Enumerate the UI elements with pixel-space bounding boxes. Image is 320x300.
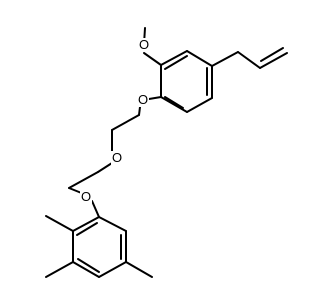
upper-ring-double-bond-3: [164, 96, 184, 109]
lower-ring-bond-3: [72, 261, 100, 278]
ether-chain-bond-3: [97, 162, 113, 173]
allyl-bond-1: [211, 51, 239, 67]
methoxy-oxygen-label: O: [139, 37, 149, 52]
lower-aryl-ether-oxygen-label: O: [81, 189, 91, 204]
lower-aryl-ether-oxygen-background: [80, 190, 92, 204]
lower-ring-bond-4: [98, 261, 127, 278]
upper-ring-bond-5: [160, 96, 188, 113]
upper-ring-double-bond-1: [164, 55, 188, 70]
lower-methyl-bond-1: [45, 215, 74, 232]
allyl-double-bond-inner: [260, 47, 284, 62]
upper-ring-bond-2: [186, 50, 213, 67]
middle-ether-oxygen-label: O: [112, 150, 122, 165]
molecule-structure: O O O O: [45, 27, 288, 278]
upper-aryl-ether-oxygen-label: O: [138, 92, 148, 107]
lower-oxygen-to-ring-bond: [91, 200, 100, 218]
lower-ring-bond-1: [72, 216, 100, 232]
methoxy-c-o-bond: [143, 52, 162, 66]
lower-methyl-bond-2: [45, 261, 74, 278]
ether-chain-bond-4: [68, 171, 99, 189]
allyl-bond-2: [237, 51, 261, 69]
lower-ring-double-bond-1: [76, 222, 98, 236]
upper-ring-bond-4: [186, 97, 213, 113]
allyl-double-bond-main: [259, 52, 288, 69]
ether-chain-bond-1: [111, 114, 140, 131]
methoxy-oxygen-background: [138, 38, 150, 52]
upper-aryl-ether-oxygen-background: [137, 93, 149, 107]
upper-ring-to-oxygen-bond: [148, 96, 162, 100]
lower-methyl-bond-3: [125, 261, 153, 278]
upper-ring-bond-1: [160, 50, 188, 66]
molecule-canvas: O O O O: [45, 27, 288, 278]
middle-ether-oxygen-background: [111, 151, 123, 165]
lower-ring-double-bond-3: [77, 258, 100, 273]
lower-ring-bond-6: [98, 216, 127, 232]
upper-oxygen-to-ch2-bond: [138, 106, 141, 116]
